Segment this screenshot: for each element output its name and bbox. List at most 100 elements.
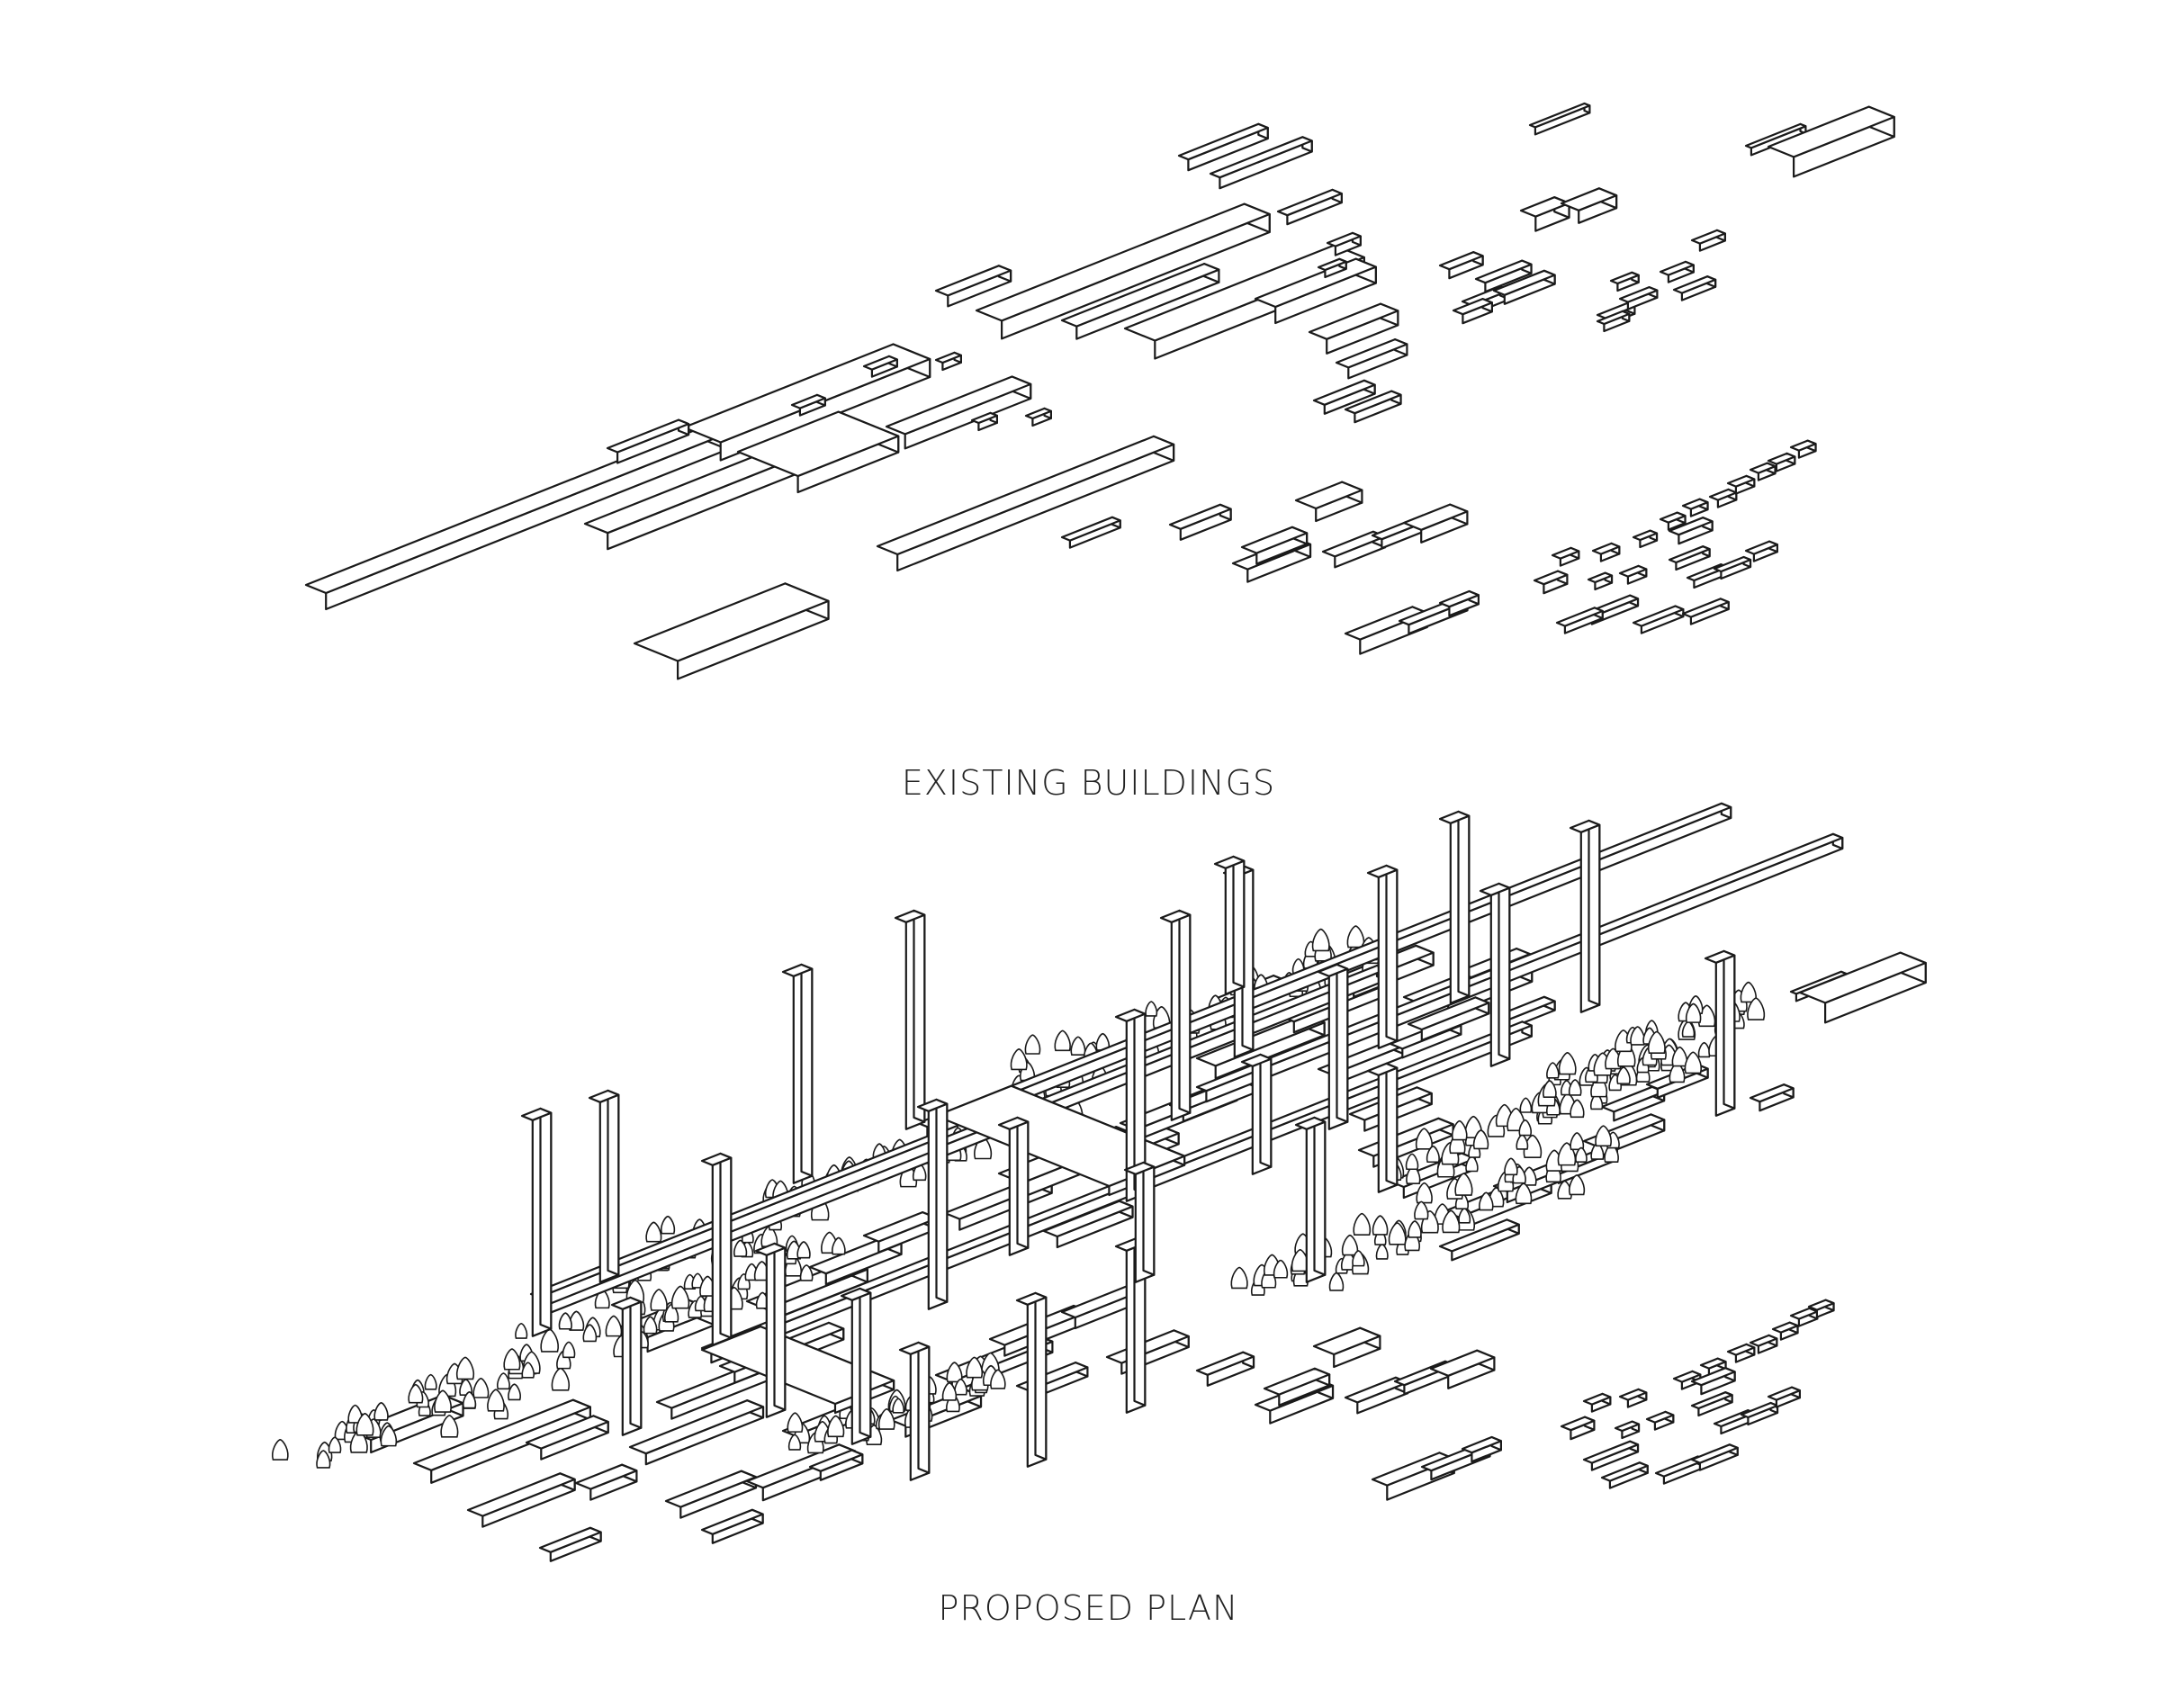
existing-building (1681, 498, 1709, 517)
existing-building (1335, 338, 1408, 380)
existing-building (1618, 564, 1648, 585)
existing-building (1767, 452, 1796, 472)
existing-building (885, 375, 1032, 450)
tree (1595, 1125, 1612, 1147)
retained-building (1560, 1416, 1596, 1441)
existing-building (1024, 407, 1053, 427)
tree (1697, 1041, 1711, 1058)
retained-building (1312, 1326, 1381, 1369)
existing-building (1632, 529, 1659, 549)
existing-building (606, 418, 690, 464)
existing-building (1452, 298, 1494, 325)
tree (1504, 1157, 1518, 1176)
tree (1570, 1099, 1585, 1119)
tree (1346, 925, 1365, 948)
tree (892, 1398, 904, 1414)
retained-building (1582, 1392, 1612, 1413)
existing-building (1713, 555, 1752, 580)
proposed-plan-caption: PROPOSED PLAN (938, 1588, 1239, 1628)
tower (1015, 1291, 1048, 1468)
tree (787, 1434, 802, 1451)
existing-building (1668, 545, 1711, 571)
tower (840, 1287, 872, 1445)
tree (1747, 997, 1766, 1020)
tree (472, 1377, 490, 1398)
tree (1024, 1034, 1041, 1055)
tower (894, 909, 926, 1130)
existing-building (876, 435, 1175, 572)
tree (373, 1402, 389, 1421)
existing-building (862, 355, 898, 378)
tree (1518, 1119, 1533, 1137)
existing-building (1254, 257, 1377, 325)
existing-building (1060, 263, 1220, 340)
existing-building (1402, 503, 1469, 544)
retained-building (1582, 1440, 1640, 1471)
tree (380, 1425, 398, 1447)
tree (1414, 1200, 1429, 1220)
existing-building (934, 265, 1012, 308)
tree (1388, 1222, 1407, 1245)
tree (877, 1407, 895, 1430)
existing-building (1519, 196, 1570, 232)
tower (1438, 810, 1471, 1004)
tree (1405, 1153, 1419, 1171)
retained-building (1614, 1420, 1641, 1440)
proposed-low-block (1195, 1013, 1326, 1080)
tree (787, 1412, 804, 1433)
tower (1294, 1116, 1327, 1283)
tree (1479, 1191, 1494, 1211)
tree (660, 1215, 676, 1235)
tree (316, 1450, 331, 1469)
proposed-low-block (574, 1463, 638, 1501)
tree (1570, 1132, 1585, 1151)
proposed-low-block (808, 1449, 864, 1481)
existing-building (934, 351, 963, 372)
tree (1740, 981, 1757, 1003)
tree (1426, 1145, 1440, 1164)
existing-building (1474, 259, 1533, 293)
existing-building (1294, 481, 1363, 523)
tower (1240, 1053, 1273, 1175)
retained-building (1344, 1376, 1409, 1415)
existing-building (1659, 260, 1695, 283)
existing-building (975, 202, 1271, 340)
existing-building (1317, 257, 1347, 279)
tree (440, 1415, 459, 1438)
tree (455, 1356, 475, 1380)
tower (898, 1341, 931, 1481)
existing-building (1744, 540, 1779, 562)
tree (733, 1239, 748, 1257)
tree (1575, 1146, 1588, 1163)
tree (1543, 1080, 1557, 1098)
tower (1213, 855, 1246, 995)
existing-building (1060, 516, 1121, 549)
tower (610, 1296, 643, 1436)
tree (1054, 1029, 1071, 1052)
tree (1416, 1182, 1433, 1204)
tree (1070, 1036, 1086, 1056)
proposed-low-block (538, 1526, 602, 1562)
existing-building (1168, 503, 1232, 541)
tree (645, 1221, 662, 1243)
tree (558, 1312, 572, 1330)
existing-building (1672, 275, 1717, 301)
proposed-low-block (700, 1508, 764, 1544)
tower (700, 1152, 733, 1346)
existing-building (1618, 286, 1659, 310)
tree (355, 1413, 374, 1436)
existing-building (1326, 231, 1362, 256)
existing-building (1668, 517, 1714, 545)
existing-building (1555, 607, 1604, 634)
existing-building (1240, 526, 1309, 565)
retained-building (1690, 1367, 1736, 1396)
existing-building (1726, 474, 1756, 495)
tree (462, 1391, 477, 1409)
tree (941, 1381, 958, 1401)
tree (1685, 1002, 1702, 1023)
tower (1317, 963, 1349, 1130)
proposed-low-block (664, 1470, 758, 1519)
tree (1341, 1234, 1359, 1256)
existing-building (1209, 136, 1313, 190)
